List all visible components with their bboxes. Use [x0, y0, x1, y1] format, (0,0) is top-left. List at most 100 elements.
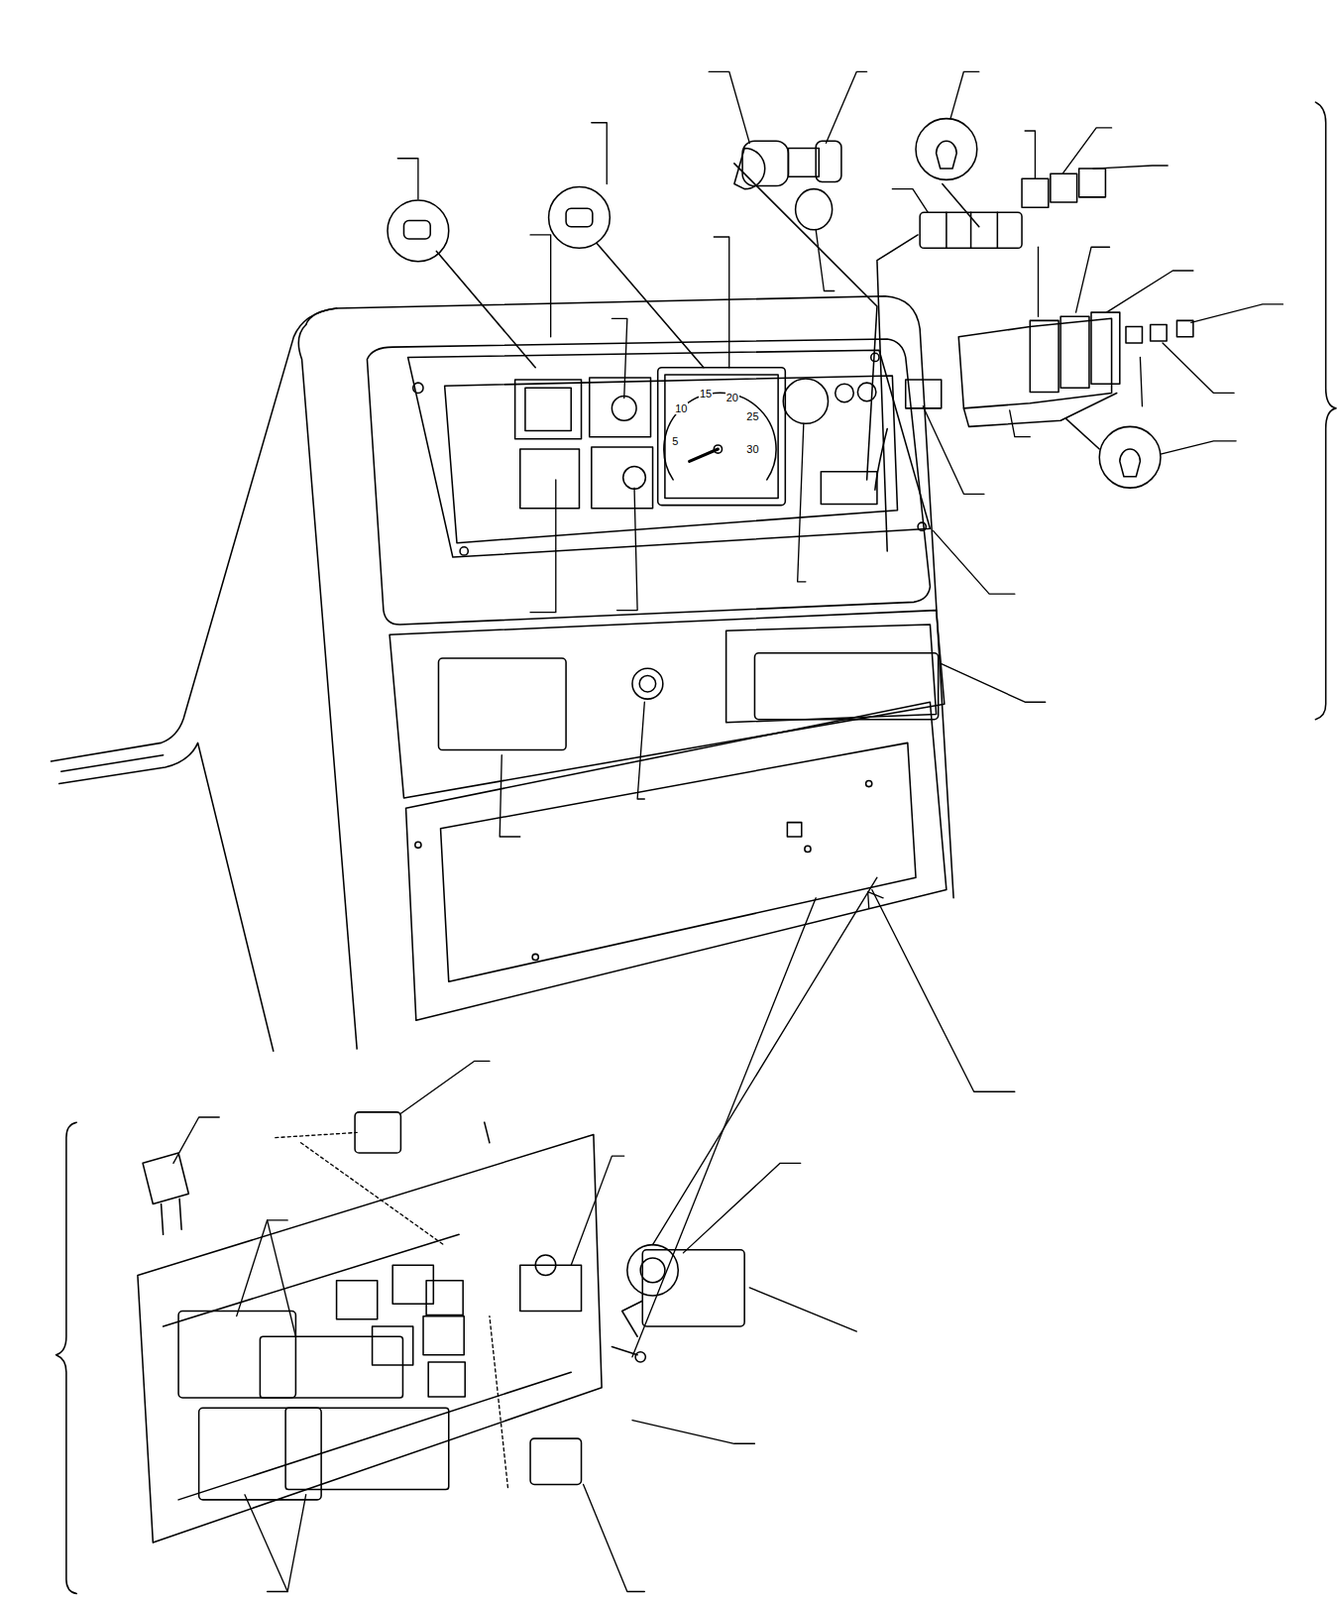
leader-lines-part	[713, 236, 729, 368]
fuse-panel-part	[137, 1134, 602, 1544]
switch-block-part	[875, 428, 888, 490]
leader-lines-part	[1076, 246, 1111, 313]
fuse-panel-part	[259, 1336, 403, 1398]
top-components-part	[403, 221, 431, 240]
fuse-panel-part	[392, 1264, 434, 1304]
leader-lines-part	[530, 479, 557, 613]
gauges-part	[611, 396, 637, 422]
leader-lines-part	[499, 755, 521, 837]
leader-lines-part	[1009, 410, 1031, 438]
gauges-part	[515, 379, 582, 440]
gauges-part	[857, 382, 877, 402]
leader-lines-part	[632, 1420, 755, 1445]
fuse-panel-part	[178, 1311, 296, 1398]
switch-block-part	[1125, 327, 1142, 343]
leader-lines-part	[815, 229, 835, 292]
lower-console-part	[754, 653, 938, 720]
leader-lines-part	[275, 1131, 357, 1137]
fuse-panel-part	[426, 1280, 463, 1316]
gauges-part	[525, 387, 571, 431]
switch-block-part	[1091, 312, 1120, 384]
leader-lines-part	[591, 122, 607, 185]
cab-outline-part	[336, 296, 955, 898]
switch-block-part	[905, 379, 942, 409]
lower-console-part	[406, 701, 947, 1020]
leader-lines-part	[1093, 165, 1168, 169]
switch-block	[875, 102, 1337, 720]
top-components-part	[387, 200, 449, 262]
top-components-part	[936, 140, 958, 169]
leader-lines-part	[940, 663, 1046, 702]
switch-block-part	[1065, 418, 1100, 449]
gauges-part	[713, 445, 722, 453]
fuse-panel-part	[372, 1326, 414, 1365]
leader-lines-part	[617, 487, 639, 610]
instrument-bezel-part	[459, 547, 468, 556]
leader-lines-part	[825, 71, 867, 143]
fuse-panel-part	[163, 1233, 572, 1500]
instrument-bezel	[366, 338, 930, 625]
top-components-part	[942, 183, 980, 226]
top-components-part	[436, 250, 536, 367]
leader-lines-part	[922, 406, 985, 494]
instrument-bezel-part	[917, 522, 926, 531]
leader-lines-part	[950, 71, 980, 118]
lower-console-part	[389, 610, 945, 798]
gauges-part	[658, 367, 786, 506]
instrument-bezel-part	[366, 338, 930, 625]
fuse-panel-part	[423, 1316, 464, 1355]
gauges-part	[835, 383, 855, 403]
switch-block-part	[1060, 316, 1090, 388]
top-components-part	[565, 208, 593, 227]
lower-console	[389, 610, 947, 1021]
top-components-part	[877, 234, 918, 552]
fuse-panel-part	[354, 1112, 401, 1153]
fuse-panel-part	[161, 1198, 183, 1234]
fuse-panel-part	[56, 1121, 78, 1593]
leader-lines-part	[933, 530, 1015, 594]
leader-lines-part	[632, 897, 816, 1357]
leader-lines-part	[583, 1483, 646, 1591]
leader-lines-part	[236, 1220, 288, 1317]
leader-lines-part	[397, 158, 419, 200]
instrument-bezel-part	[445, 375, 898, 544]
leader-lines-part	[173, 1116, 220, 1163]
dial-numeral: 25	[745, 410, 760, 423]
top-components	[387, 118, 1106, 552]
switch-block-part	[1150, 324, 1167, 340]
top-components-part	[1021, 178, 1049, 208]
instrument-bezel-part	[871, 352, 880, 361]
leader-lines-part	[570, 1155, 625, 1265]
fuse-panel-part	[530, 1438, 581, 1484]
fuse-panel-part	[642, 1249, 745, 1327]
leader-lines-part	[891, 189, 928, 214]
cab-outline-part	[50, 308, 336, 762]
gauges-part	[520, 448, 580, 509]
dial-numeral: 10	[673, 402, 688, 415]
top-components-part	[919, 212, 1022, 248]
leader-lines-part	[682, 1162, 800, 1253]
cab-outline	[50, 296, 954, 1051]
leader-lines-part	[797, 423, 806, 581]
lower-console-part	[804, 845, 811, 852]
gauges-part	[589, 377, 652, 438]
gauges-part	[623, 466, 647, 490]
leader-lines-part	[653, 877, 878, 1244]
switch-block-part	[1099, 426, 1161, 488]
instrument-bezel-part	[413, 382, 424, 393]
gauges-part	[820, 471, 878, 505]
fuse-panel-part	[285, 1407, 449, 1489]
leader-lines-part	[301, 1142, 445, 1245]
leader-lines-part	[1191, 304, 1284, 324]
top-components-part	[549, 187, 611, 249]
cab-outline-part	[61, 755, 164, 772]
leader-lines-part	[868, 891, 884, 908]
lower-console-part	[438, 658, 566, 751]
leader-lines-part	[1106, 270, 1193, 313]
lower-console-part	[532, 953, 539, 960]
leader-lines-part	[749, 1287, 857, 1332]
dial-numeral: 20	[725, 391, 740, 404]
fuse-panel-part	[484, 1121, 490, 1143]
gauges-part	[782, 378, 828, 424]
